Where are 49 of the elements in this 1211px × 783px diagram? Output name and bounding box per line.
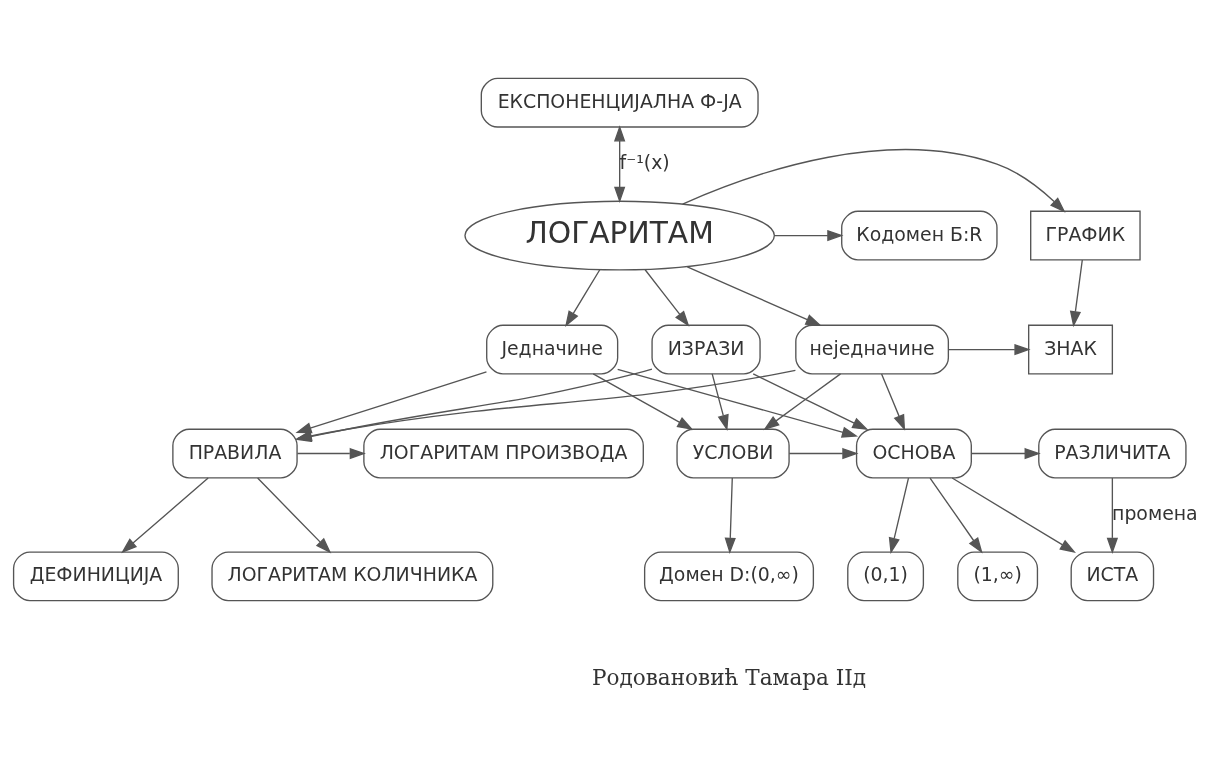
node-box: ЕКСПОНЕНЦИЈАЛНА Ф-ЈА bbox=[480, 77, 759, 128]
node-box: ПРАВИЛА bbox=[172, 428, 298, 479]
arrow bbox=[1106, 477, 1119, 554]
arrow bbox=[929, 477, 983, 554]
node-box: Једначине bbox=[486, 324, 619, 375]
arrow bbox=[121, 477, 209, 554]
node-box: Кодомен Б:R bbox=[841, 210, 998, 261]
node-ellipse: ЛОГАРИТАМ bbox=[464, 200, 776, 271]
arrow bbox=[644, 269, 690, 327]
arrow bbox=[947, 343, 1031, 356]
arrow bbox=[880, 373, 906, 431]
arrow bbox=[295, 369, 797, 442]
node-box: (0,1) bbox=[847, 551, 925, 602]
node-box: РАЗЛИЧИТА bbox=[1038, 428, 1187, 479]
edge-label: промена bbox=[1112, 501, 1198, 524]
arrow bbox=[614, 125, 626, 203]
arrow bbox=[256, 477, 332, 554]
arrow bbox=[711, 373, 729, 431]
node-box: ЗНАК bbox=[1028, 324, 1114, 375]
arrow bbox=[888, 477, 910, 554]
arrow bbox=[752, 373, 869, 431]
arrow bbox=[951, 477, 1076, 553]
arrow bbox=[592, 373, 694, 430]
node-box: ОСНОВА bbox=[855, 428, 972, 479]
arrow bbox=[971, 447, 1041, 460]
node-box: УСЛОВИ bbox=[676, 428, 790, 479]
node-box: ЛОГАРИТАМ КОЛИЧНИКА bbox=[211, 551, 494, 602]
node-box: ИСТА bbox=[1070, 551, 1155, 602]
node-box: Домен D:(0,∞) bbox=[643, 551, 815, 602]
node-box: ГРАФИК bbox=[1030, 210, 1141, 261]
edge-label: f⁻¹(x) bbox=[619, 151, 670, 174]
node-box: неједначине bbox=[795, 324, 950, 375]
node-box: ДЕФИНИЦИЈА bbox=[12, 551, 179, 602]
label: Родовановић Тамара IIд bbox=[591, 665, 867, 691]
arrow bbox=[681, 148, 1066, 213]
node-box: (1,∞) bbox=[957, 551, 1039, 602]
arrow bbox=[565, 269, 601, 327]
arrow bbox=[295, 371, 488, 434]
arrow bbox=[724, 477, 736, 554]
arrow bbox=[295, 368, 653, 443]
node-box: ЛОГАРИТАМ ПРОИЗВОДА bbox=[363, 428, 644, 479]
arrow bbox=[617, 368, 859, 438]
arrow bbox=[788, 447, 859, 460]
arrow bbox=[1069, 259, 1083, 328]
arrow bbox=[774, 229, 844, 242]
arrow bbox=[296, 447, 366, 460]
arrow bbox=[686, 266, 822, 327]
node-box: ИЗРАЗИ bbox=[651, 324, 761, 375]
arrow bbox=[763, 373, 842, 431]
